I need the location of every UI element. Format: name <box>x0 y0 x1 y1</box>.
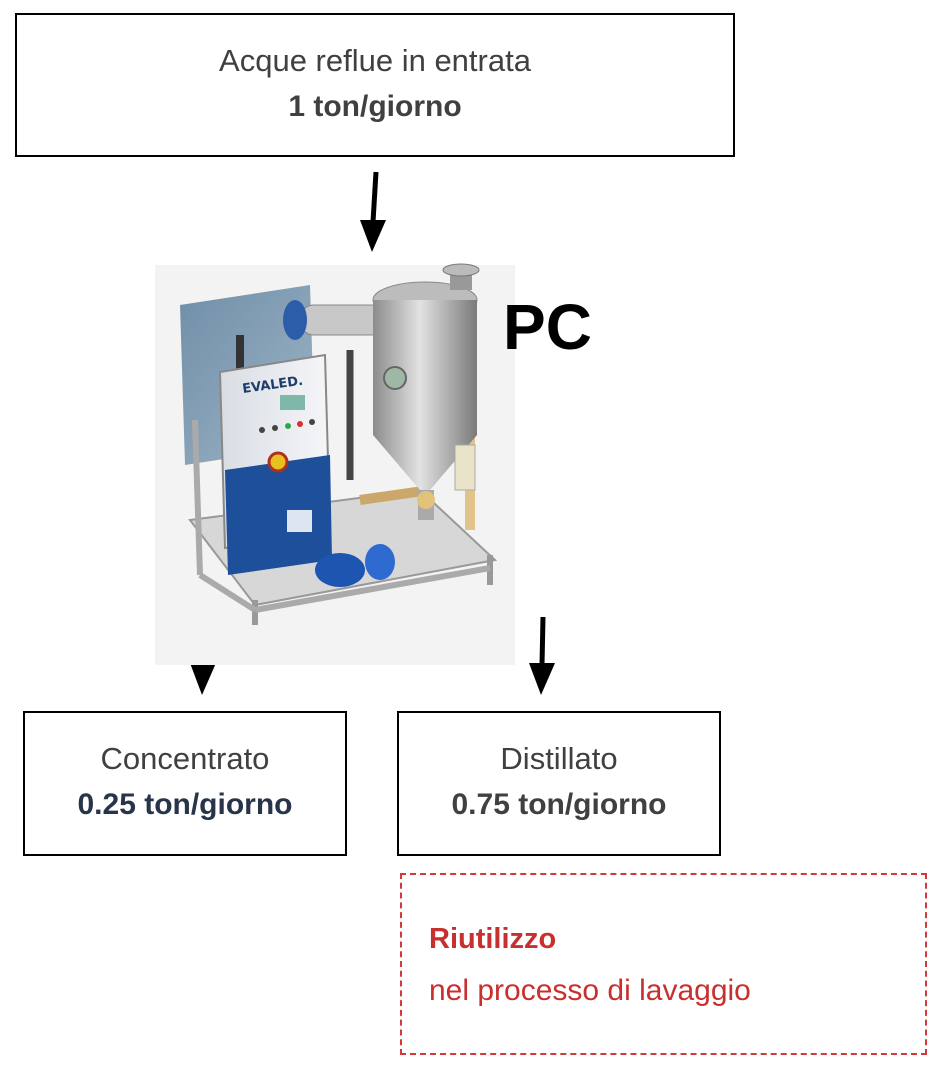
distillate-title: Distillato <box>500 741 618 776</box>
inlet-box: Acque reflue in entrata 1 ton/giorno <box>15 13 735 157</box>
inlet-value: 1 ton/giorno <box>288 90 462 123</box>
concentrate-value: 0.25 ton/giorno <box>77 788 293 821</box>
reuse-subtitle: nel processo di lavaggio <box>429 974 751 1007</box>
distillate-value: 0.75 ton/giorno <box>451 788 667 821</box>
concentrate-box: Concentrato 0.25 ton/giorno <box>23 711 347 856</box>
concentrate-title: Concentrato <box>100 741 270 776</box>
unit-label: PC <box>503 291 592 363</box>
arrow-unit-to-distillate <box>529 616 555 695</box>
distillate-box: Distillato 0.75 ton/giorno <box>397 711 721 856</box>
reuse-title: Riutilizzo <box>429 923 557 955</box>
reuse-box: Riutilizzo nel processo di lavaggio <box>400 873 927 1055</box>
arrow-inlet-to-unit <box>360 171 386 252</box>
inlet-title: Acque reflue in entrata <box>219 43 531 78</box>
